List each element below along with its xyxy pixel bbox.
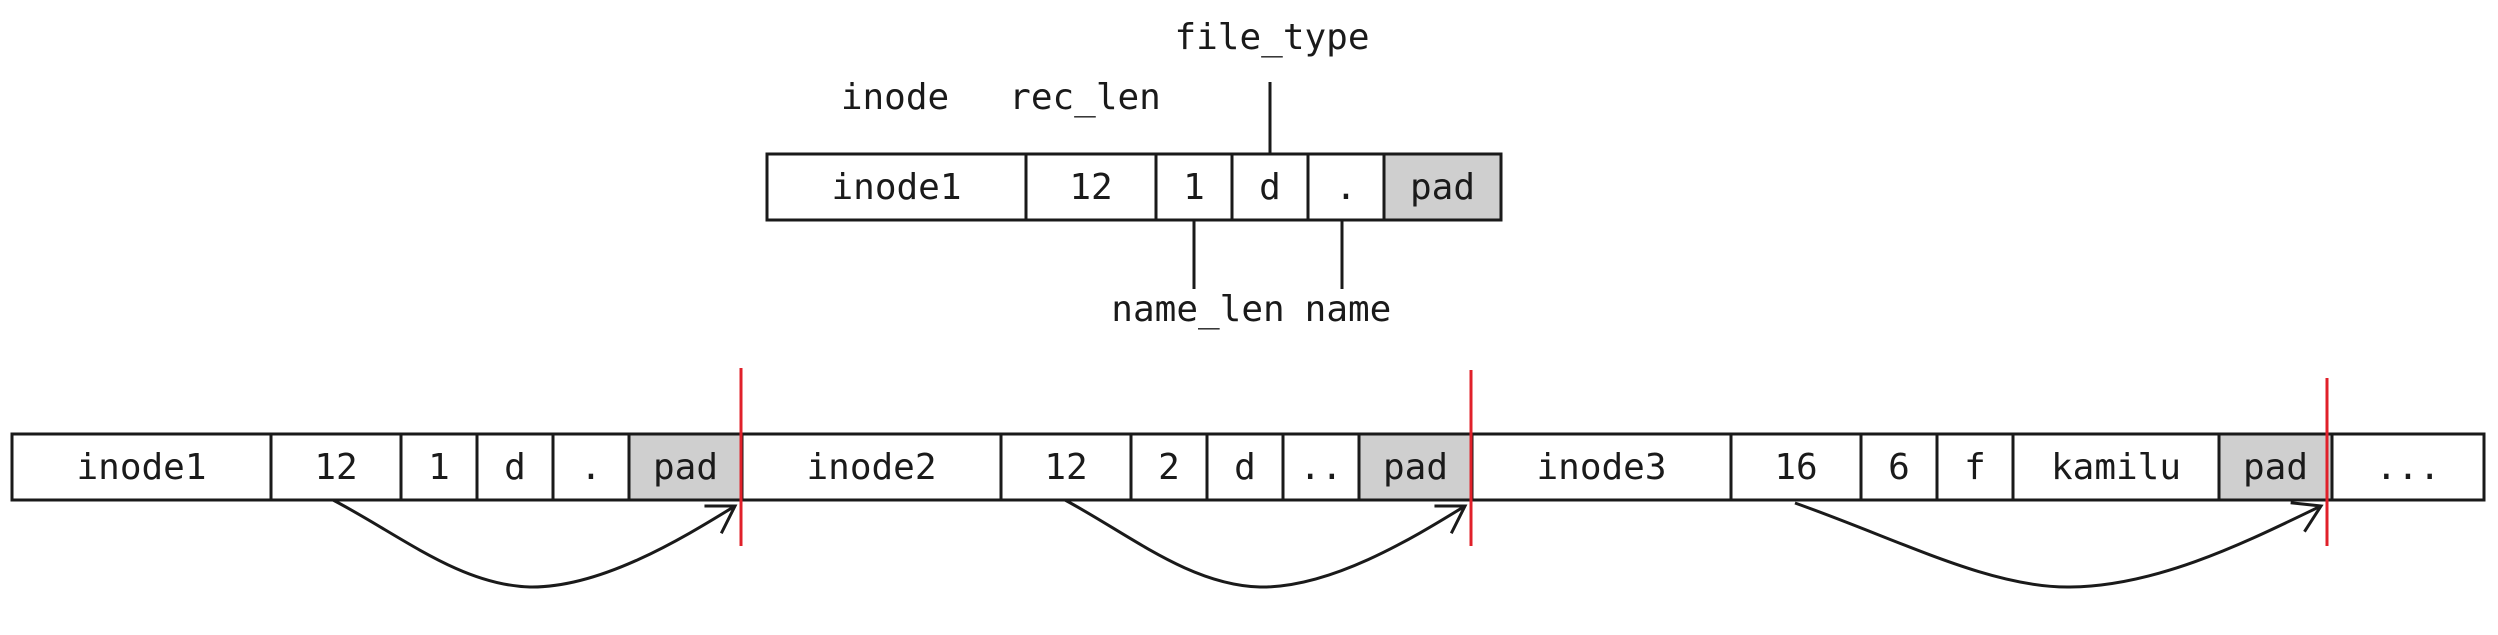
rec-len-arrow-2 bbox=[1064, 498, 1468, 589]
chain-cell-box bbox=[999, 432, 1133, 502]
chain-cell: ... bbox=[2330, 432, 2486, 502]
chain-cell: 6 bbox=[1859, 432, 1939, 502]
chain-cell-text: inode3 bbox=[1536, 447, 1666, 488]
inode-field-label: inode bbox=[841, 77, 949, 118]
rec-len-arrow-3 bbox=[1794, 501, 2324, 589]
chain-cell-text: d bbox=[504, 447, 526, 488]
chain-cell-text: . bbox=[580, 447, 602, 488]
detail-cell: . bbox=[1306, 152, 1386, 222]
chain-cell: 12 bbox=[999, 432, 1133, 502]
chain-cell-box bbox=[1357, 432, 1474, 502]
chain-cell: .. bbox=[1281, 432, 1361, 502]
chain-cell-text: f bbox=[1964, 447, 1986, 488]
detail-cell-text: . bbox=[1335, 167, 1357, 208]
chain-cell: pad bbox=[1357, 432, 1474, 502]
chain-cell-text: inode2 bbox=[806, 447, 936, 488]
record-chain: inode1 12 1 d. pad inode2 12 2 d.. pad inode3 16 6 f k… bbox=[10, 368, 2486, 589]
chain-cell-text: 1 bbox=[428, 447, 450, 488]
chain-cell: . bbox=[551, 432, 631, 502]
chain-cell-text: 16 bbox=[1774, 447, 1817, 488]
chain-cell: f bbox=[1935, 432, 2015, 502]
chain-cell-box bbox=[1859, 432, 1939, 502]
chain-cell-text: pad bbox=[653, 447, 718, 488]
chain-cell-box bbox=[551, 432, 631, 502]
chain-cell-box bbox=[2011, 432, 2221, 502]
name-field-label: name bbox=[1305, 289, 1392, 330]
name-len-field-label: name_len bbox=[1111, 289, 1284, 330]
chain-cell-box bbox=[1129, 432, 1209, 502]
detail-cell-box bbox=[765, 152, 1028, 222]
chain-cell-text: pad bbox=[1383, 447, 1448, 488]
chain-cell: d bbox=[475, 432, 555, 502]
rec-len-arrow-1 bbox=[332, 498, 738, 589]
chain-cell-box bbox=[475, 432, 555, 502]
chain-cell-box bbox=[1281, 432, 1361, 502]
chain-cell-box bbox=[1935, 432, 2015, 502]
chain-cell: 16 bbox=[1729, 432, 1863, 502]
detail-cell: d bbox=[1230, 152, 1310, 222]
chain-cell: kamilu bbox=[2011, 432, 2221, 502]
chain-cell: 2 bbox=[1129, 432, 1209, 502]
detail-cell-text: d bbox=[1259, 167, 1281, 208]
detail-cell-text: 1 bbox=[1183, 167, 1205, 208]
chain-cell-text: kamilu bbox=[2051, 447, 2181, 488]
chain-cell-box bbox=[2330, 432, 2486, 502]
chain-cell-text: 2 bbox=[1158, 447, 1180, 488]
chain-cell: inode3 bbox=[1470, 432, 1733, 502]
chain-cell-box bbox=[2217, 432, 2334, 502]
detail-cell-text: inode1 bbox=[831, 167, 961, 208]
chain-cell-text: inode1 bbox=[76, 447, 206, 488]
detail-cell: inode1 bbox=[765, 152, 1028, 222]
record-detail: inode rec_len file_type name_len name in… bbox=[765, 17, 1503, 330]
rec-len-field-label: rec_len bbox=[1009, 77, 1161, 118]
detail-cell: pad bbox=[1382, 152, 1503, 222]
chain-cell: pad bbox=[627, 432, 744, 502]
detail-cell-box bbox=[1230, 152, 1310, 222]
detail-cell-box bbox=[1024, 152, 1158, 222]
chain-cell: 12 bbox=[269, 432, 403, 502]
chain-cell-box bbox=[1205, 432, 1285, 502]
detail-cell: 12 bbox=[1024, 152, 1158, 222]
chain-cell-text: 6 bbox=[1888, 447, 1910, 488]
detail-cell-box bbox=[1154, 152, 1234, 222]
chain-cell-box bbox=[269, 432, 403, 502]
detail-cell-box bbox=[1306, 152, 1386, 222]
chain-cell-box bbox=[627, 432, 744, 502]
chain-cell-text: .. bbox=[1299, 447, 1342, 488]
detail-cell-text: pad bbox=[1410, 167, 1475, 208]
chain-cell: d bbox=[1205, 432, 1285, 502]
chain-cell-text: ... bbox=[2375, 447, 2440, 488]
chain-cell: inode2 bbox=[740, 432, 1003, 502]
chain-cell-text: pad bbox=[2243, 447, 2308, 488]
chain-cell: inode1 bbox=[10, 432, 273, 502]
file-type-field-label: file_type bbox=[1174, 17, 1369, 58]
detail-cell-box bbox=[1382, 152, 1503, 222]
chain-cell-text: d bbox=[1234, 447, 1256, 488]
chain-cell: pad bbox=[2217, 432, 2334, 502]
chain-cell-text: 12 bbox=[314, 447, 357, 488]
detail-cell: 1 bbox=[1154, 152, 1234, 222]
chain-cell: 1 bbox=[399, 432, 479, 502]
chain-cell-text: 12 bbox=[1044, 447, 1087, 488]
detail-cell-text: 12 bbox=[1069, 167, 1112, 208]
